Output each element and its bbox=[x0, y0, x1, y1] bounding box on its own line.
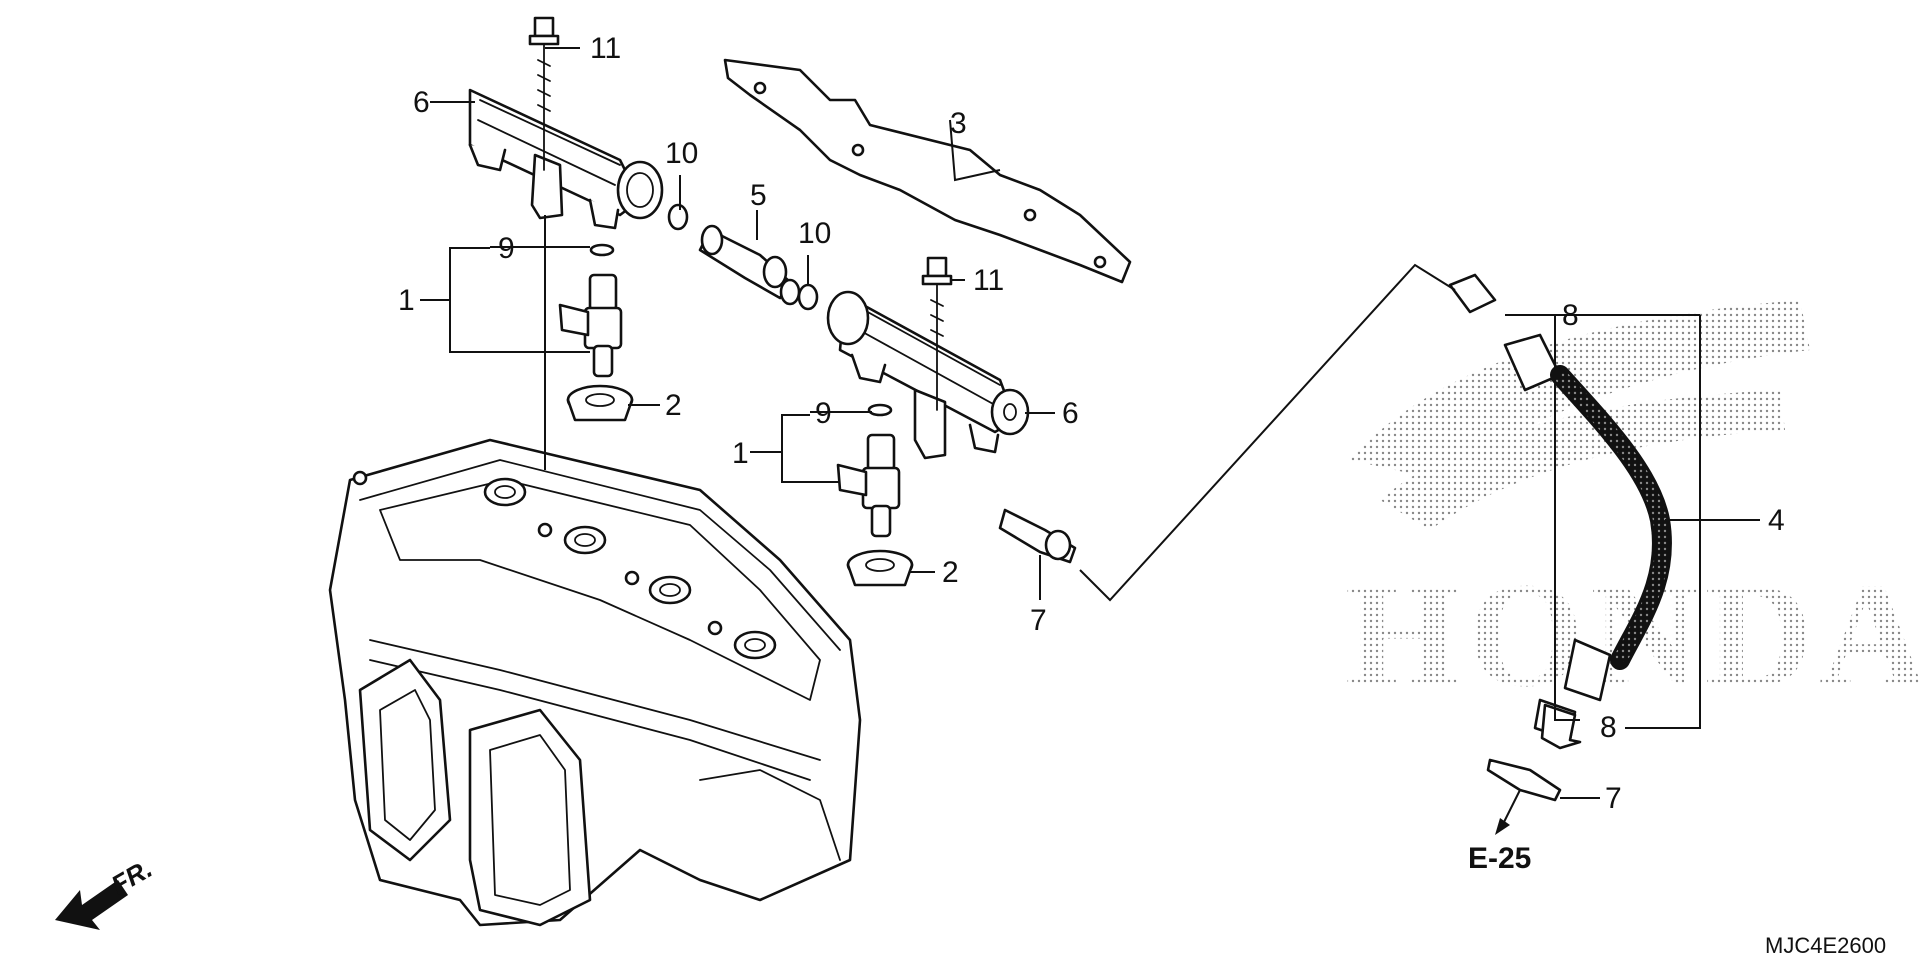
callout-7-right: 7 bbox=[1605, 782, 1622, 815]
throttle-body-assembly bbox=[328, 438, 862, 927]
callout-6-right: 6 bbox=[1062, 397, 1079, 430]
injector-seal-right bbox=[846, 549, 914, 587]
injector-seal-left bbox=[566, 384, 634, 422]
bolt-11-left bbox=[528, 16, 560, 171]
wing-logo-icon bbox=[1350, 300, 1810, 530]
fuel-rail-left bbox=[468, 88, 664, 230]
callout-1-left: 1 bbox=[398, 284, 415, 317]
callout-9-right: 9 bbox=[815, 397, 832, 430]
callout-2-left: 2 bbox=[665, 389, 682, 422]
callout-2-right: 2 bbox=[942, 556, 959, 589]
callout-1-right: 1 bbox=[732, 437, 749, 470]
callout-10-left: 10 bbox=[665, 137, 698, 170]
intake-port-ring-3 bbox=[648, 575, 692, 605]
front-direction-arrow-icon: FR. bbox=[55, 853, 157, 930]
o-ring-9-right bbox=[867, 403, 893, 417]
fuel-rail-right bbox=[826, 290, 1030, 460]
fuel-joint bbox=[698, 224, 801, 306]
injector-left bbox=[558, 273, 623, 378]
callout-6-left: 6 bbox=[413, 86, 430, 119]
callout-11-right: 11 bbox=[973, 264, 1004, 297]
injector-right bbox=[836, 433, 901, 538]
callout-11-left: 11 bbox=[590, 32, 621, 65]
reference-label: E-25 bbox=[1468, 842, 1531, 875]
callout-10-right: 10 bbox=[798, 217, 831, 250]
leader-lines bbox=[420, 47, 1760, 835]
callout-9-left: 9 bbox=[498, 232, 515, 265]
intake-port-ring-2 bbox=[563, 525, 607, 555]
pressure-sensor-7 bbox=[998, 508, 1077, 564]
callout-5: 5 bbox=[750, 179, 767, 212]
diagram-code: MJC4E2600 bbox=[1765, 933, 1886, 958]
washer-10-right bbox=[797, 283, 819, 311]
callout-labels: 11 6 10 5 10 3 9 1 2 11 6 9 1 2 7 8 4 8 … bbox=[398, 32, 1785, 815]
callout-4: 4 bbox=[1768, 504, 1785, 537]
washer-10-left bbox=[667, 203, 689, 231]
intake-port-ring-4 bbox=[733, 630, 777, 660]
intake-port-ring-1 bbox=[483, 477, 527, 507]
callout-8-lower: 8 bbox=[1600, 711, 1617, 744]
wire-bracket bbox=[723, 58, 1132, 284]
stay-7-lower bbox=[1486, 758, 1562, 802]
callout-7-left: 7 bbox=[1030, 604, 1047, 637]
clip-8-lower bbox=[1540, 703, 1582, 750]
o-ring-9-left bbox=[589, 243, 615, 257]
callout-8-upper: 8 bbox=[1562, 299, 1579, 332]
callout-3: 3 bbox=[950, 107, 967, 140]
